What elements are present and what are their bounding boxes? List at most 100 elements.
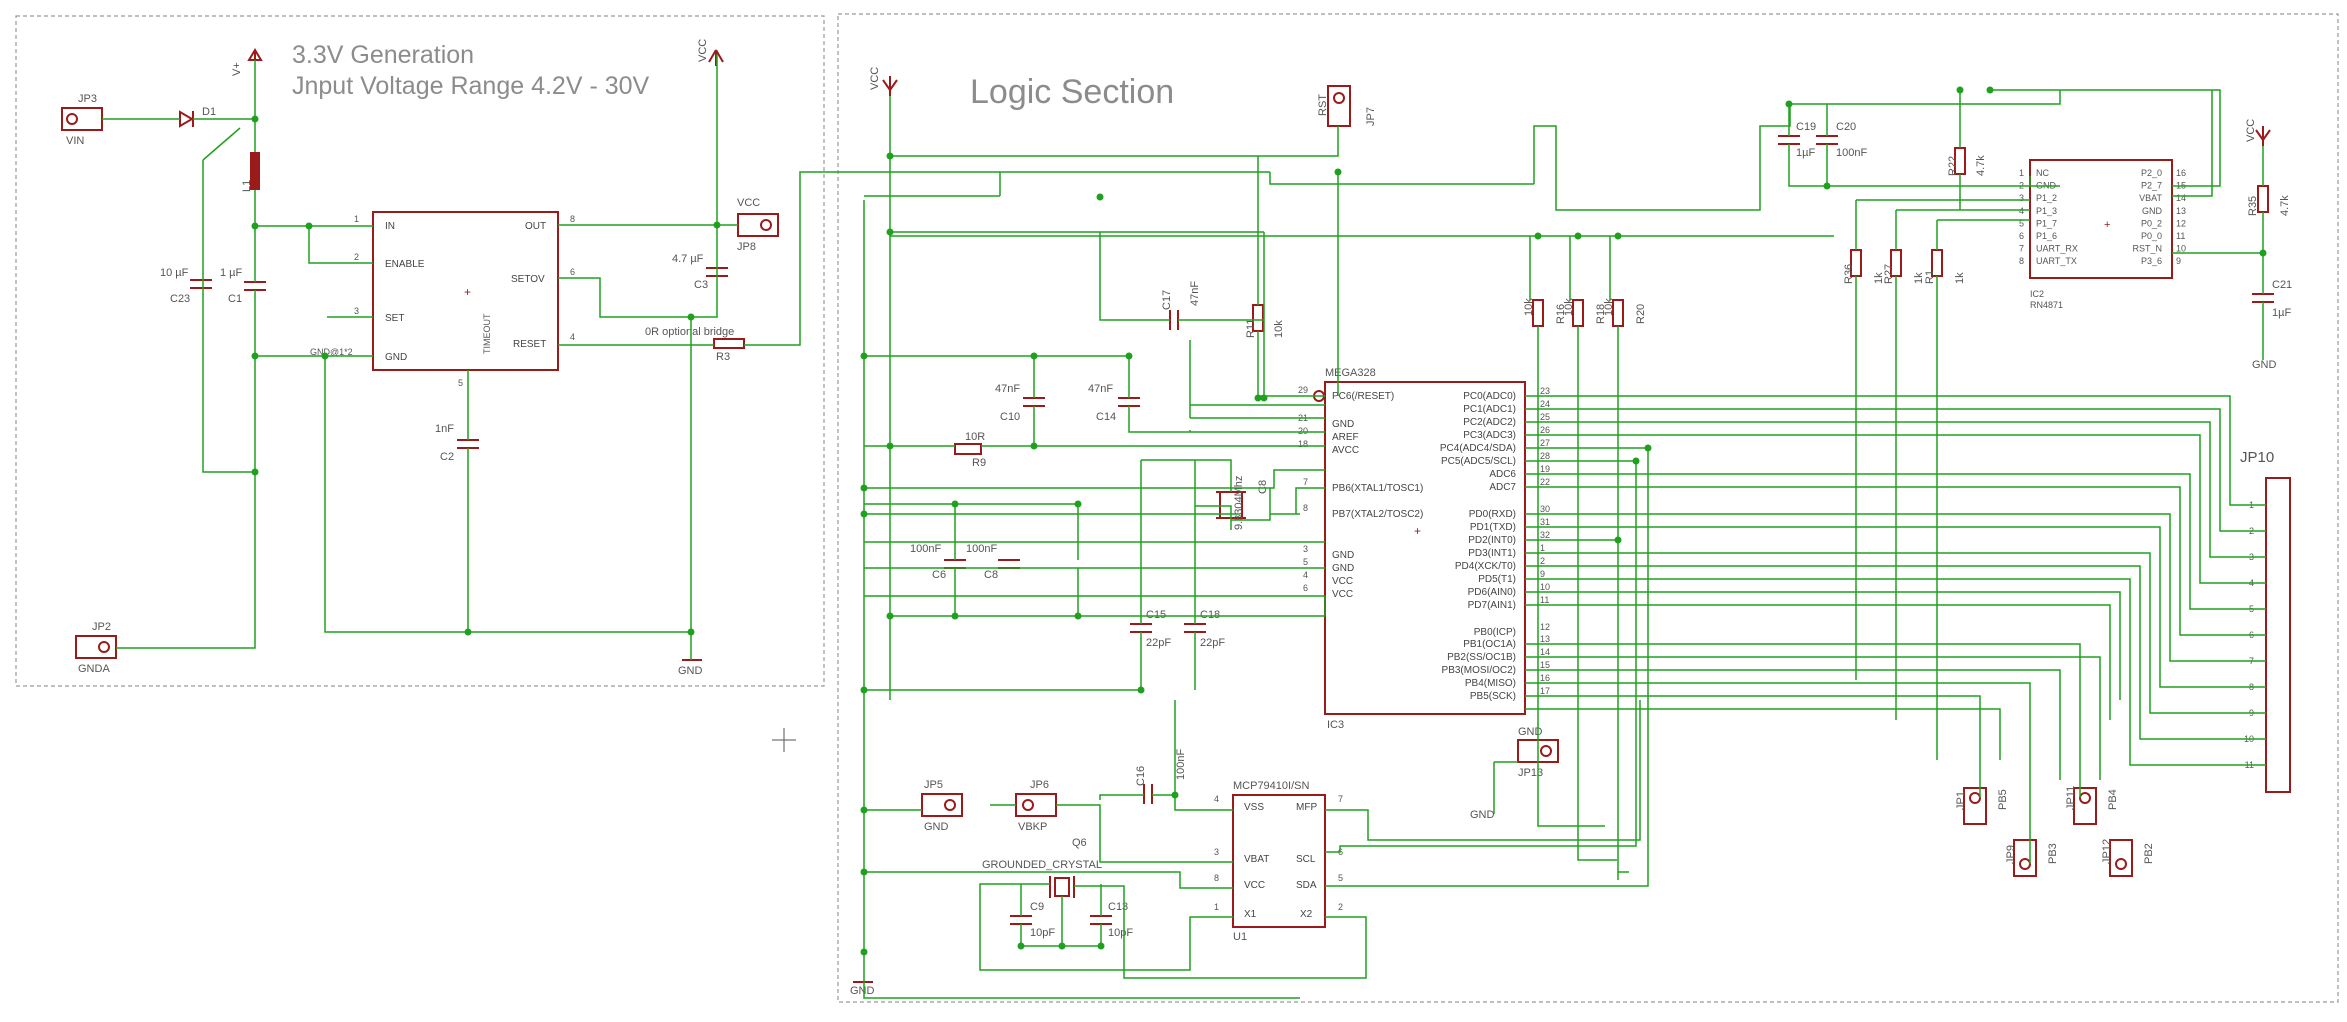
vplus-supply-symbol — [247, 48, 263, 61]
mega328-ic[interactable] — [1324, 381, 1526, 715]
r1-label: R1 — [1924, 270, 1936, 284]
pb2-label: PB2 — [2143, 843, 2155, 864]
jp7-connector[interactable] — [1327, 85, 1351, 127]
rn-pin-number: 1 — [2019, 168, 2024, 178]
vplus-label: V+ — [231, 62, 243, 76]
jp13-gnd-label: GND — [1518, 726, 1543, 738]
mega-pin-name: ADC6 — [1489, 469, 1516, 480]
mega-pin-name: PB6(XTAL1/TOSC1) — [1332, 483, 1423, 494]
jp11-connector[interactable] — [2073, 787, 2097, 825]
c14-value: 47nF — [1088, 383, 1113, 395]
vcc-label-logic: VCC — [869, 67, 881, 90]
mega-pin-number: 7 — [1303, 477, 1308, 487]
mega-right-pins: PC0(ADC0)23PC1(ADC1)24PC2(ADC2)25PC3(ADC… — [1440, 386, 1550, 702]
q6-label: Q6 — [1072, 837, 1087, 849]
mega-pin-name: PC1(ADC1) — [1463, 404, 1516, 415]
mega-pin-number: 6 — [1303, 583, 1308, 593]
rn-pin-name: P1_3 — [2036, 206, 2057, 216]
jp2-connector[interactable] — [75, 635, 117, 659]
r20-value: 10k — [1603, 298, 1615, 316]
jp2-label: JP2 — [92, 621, 111, 633]
mega-origin: + — [1414, 524, 1421, 538]
c13-value: 10pF — [1108, 927, 1133, 939]
mega-pin-number: 17 — [1540, 686, 1550, 696]
mcp-pin-sda: SDA — [1296, 880, 1317, 891]
c1-capacitor — [244, 281, 266, 291]
jp10-header[interactable] — [2265, 477, 2291, 793]
c14-label: C14 — [1096, 411, 1116, 423]
jp11-pin — [2079, 792, 2091, 804]
mega-pin-name: PB4(MISO) — [1465, 678, 1516, 689]
r35-value: 4.7k — [2279, 195, 2291, 216]
rn-pin-number: 7 — [2019, 244, 2024, 254]
mega-pin-number: 16 — [1540, 673, 1550, 683]
jp5-pin — [944, 799, 956, 811]
jp9-connector[interactable] — [2013, 839, 2037, 877]
mega-pin-name: PD0(RXD) — [1469, 509, 1516, 520]
r9-resistor — [954, 443, 982, 455]
mega-pin-name: AVCC — [1332, 445, 1359, 456]
jp1-connector[interactable] — [1963, 787, 1987, 825]
regulator-ic[interactable] — [372, 211, 559, 371]
r3-resistor — [713, 338, 745, 349]
r11-label: R11 — [1245, 319, 1257, 338]
rn-pin-name: P3_6 — [2141, 256, 2162, 266]
c8-value: 100nF — [966, 543, 997, 555]
mega-pin-number: 32 — [1540, 530, 1550, 540]
pb4-label: PB4 — [2107, 789, 2119, 810]
mcp-num-2: 2 — [1338, 902, 1343, 912]
rn-pin-number: 11 — [2176, 231, 2185, 241]
jp5-gnd-label: GND — [924, 821, 949, 833]
reg-num-5: 5 — [458, 378, 463, 388]
c2-capacitor — [457, 439, 479, 449]
mega-pin-name: PD5(T1) — [1478, 574, 1516, 585]
mega-pin-number: 5 — [1303, 557, 1308, 567]
jp9-pin — [2019, 858, 2031, 870]
reg-pin-set: SET — [385, 313, 404, 324]
jp2-pin — [98, 641, 110, 653]
mega-pin-name: GND — [1332, 563, 1354, 574]
mega-pin-number: 31 — [1540, 517, 1550, 527]
rn-pin-number: 4 — [2019, 206, 2024, 216]
jp10-label: JP10 — [2240, 449, 2274, 466]
r9-label: R9 — [972, 457, 986, 469]
jp5-connector[interactable] — [921, 793, 963, 817]
rn-pin-name: P1_6 — [2036, 231, 2057, 241]
ic3-label: IC3 — [1327, 719, 1344, 731]
rn-pin-number: 8 — [2019, 256, 2024, 266]
mcp-pin-vbat: VBAT — [1244, 854, 1269, 865]
mcp-pin-mfp: MFP — [1296, 802, 1317, 813]
c1-value: 1 µF — [220, 267, 243, 279]
jp12-connector[interactable] — [2109, 839, 2133, 877]
rn-left-pins: NC1GND2P1_23P1_34P1_75P1_66UART_RX7UART_… — [2019, 168, 2078, 266]
c9-label: C9 — [1030, 901, 1044, 913]
mega-pin-number: 28 — [1540, 451, 1550, 461]
rn4871-ic[interactable] — [2029, 159, 2173, 279]
r22-value: 4.7k — [1975, 155, 1987, 176]
reg-pin-out: OUT — [525, 221, 546, 232]
mcp79410-rtc[interactable] — [1232, 794, 1326, 928]
mega-pin-number: 26 — [1540, 425, 1550, 435]
power-section-frame — [15, 15, 825, 687]
rn-pin-number: 9 — [2176, 256, 2181, 266]
pb5-label: PB5 — [1997, 789, 2009, 810]
r20-label: R20 — [1635, 304, 1647, 324]
c2-label: C2 — [440, 451, 454, 463]
mega-pin-name: PC3(ADC3) — [1463, 430, 1516, 441]
r27-label: R27 — [1883, 264, 1895, 284]
rn-pin-name: P2_0 — [2141, 168, 2162, 178]
mega-pin-number: 25 — [1540, 412, 1550, 422]
mega-pin-name: PB5(SCK) — [1470, 691, 1516, 702]
reg-pin-reset: RESET — [513, 339, 546, 350]
reg-pin-setov: SETOV — [511, 274, 545, 285]
mega-pin-name: PB2(SS/OC1B) — [1447, 652, 1516, 663]
jp7-pin — [1333, 92, 1345, 104]
mega-pin-number: 23 — [1540, 386, 1550, 396]
jp8-pin — [760, 219, 772, 231]
u1-label: U1 — [1233, 931, 1247, 943]
logic-section-frame — [837, 13, 2339, 1003]
r18-label: R18 — [1595, 304, 1607, 324]
grounded-crystal-q6 — [1054, 877, 1070, 897]
rn-pin-name: VBAT — [2139, 193, 2162, 203]
